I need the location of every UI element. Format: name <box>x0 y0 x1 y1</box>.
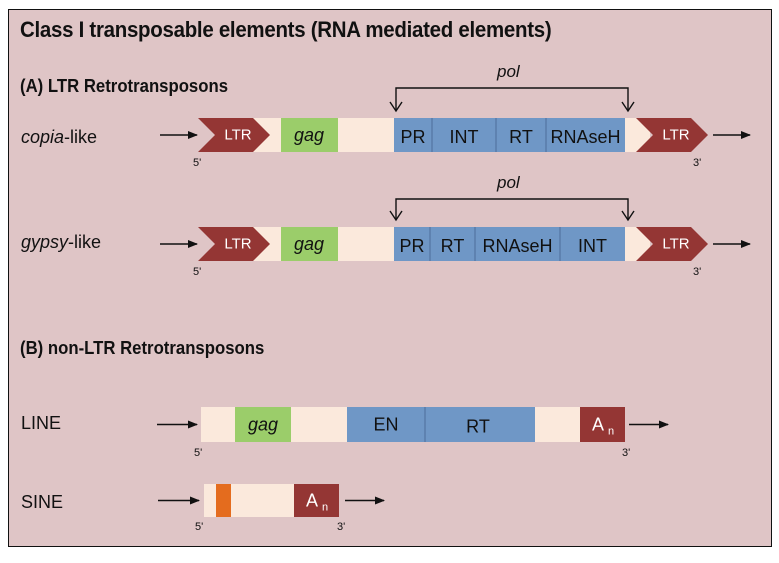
gypsy-pol-label: pol <box>497 173 520 192</box>
line-5prime: 5' <box>194 447 203 459</box>
line-label: LINE <box>21 413 62 433</box>
copia-domain-pr-label: PR <box>400 127 425 147</box>
gypsy-5prime: 5' <box>193 266 202 278</box>
gypsy-domain-rt <box>430 227 475 261</box>
sine-polya-block <box>294 484 339 517</box>
sine-polya-label: A <box>306 491 318 511</box>
line-domain-rt-label: RT <box>466 417 490 437</box>
line-3prime: 3' <box>622 447 631 459</box>
copia-pol-bracket-right-arrow <box>621 101 635 113</box>
line-domain-en-label: EN <box>373 415 398 435</box>
figure-panel <box>8 9 772 547</box>
copia-domain-pr <box>394 118 432 152</box>
gypsy-3prime-ltr-label: LTR <box>662 236 689 253</box>
line-orf2-block <box>347 407 535 442</box>
copia-name: copia <box>21 127 65 147</box>
copia-gag-block <box>281 118 338 152</box>
copia-domain-rnaseh <box>546 118 625 152</box>
copia-like-label: copia-like <box>21 127 97 148</box>
line-polya-subscript: n <box>608 426 614 438</box>
gypsy-domain-pr <box>394 227 430 261</box>
gypsy-domain-rt-label: RT <box>441 236 465 256</box>
sine-3prime: 3' <box>337 521 346 533</box>
section-a-heading: (A) LTR Retrotransposons <box>20 76 229 96</box>
line-gag-label: gag <box>248 415 278 435</box>
copia-pol-bracket-left-arrow <box>389 101 403 113</box>
copia-gag-label: gag <box>294 125 324 145</box>
copia-domain-rt-label: RT <box>509 127 533 147</box>
copia-3prime: 3' <box>693 157 702 169</box>
sine-promoter-block <box>216 484 231 517</box>
copia-domain-rnaseh-label: RNAseH <box>550 127 620 147</box>
line-polya-label: A <box>592 415 604 435</box>
gypsy-name: gypsy <box>21 232 69 252</box>
copia-5prime: 5' <box>193 157 202 169</box>
copia-pol-bracket <box>395 87 629 111</box>
section-b-heading: (B) non-LTR Retrotransposons <box>20 338 265 358</box>
copia-domain-rt <box>496 118 546 152</box>
sine-5prime: 5' <box>195 521 204 533</box>
gypsy-like-label: gypsy-like <box>21 232 101 253</box>
gypsy-pol-bracket <box>395 198 629 220</box>
line-gag-block <box>235 407 291 442</box>
gypsy-3prime-ltr <box>636 227 708 261</box>
copia-5prime-ltr-label: LTR <box>224 127 251 144</box>
copia-5prime-ltr <box>198 118 270 152</box>
gypsy-gag-label: gag <box>294 234 324 254</box>
figure-title: Class I transposable elements (RNA media… <box>20 17 552 42</box>
copia-domain-int <box>432 118 496 152</box>
gypsy-pol-bracket-right-arrow <box>621 210 635 222</box>
gypsy-5prime-ltr <box>198 227 270 261</box>
gypsy-domain-rnaseh-label: RNAseH <box>482 236 552 256</box>
gypsy-domain-pr-label: PR <box>399 236 424 256</box>
copia-3prime-ltr <box>636 118 708 152</box>
copia-3prime-ltr-label: LTR <box>662 127 689 144</box>
copia-suffix: -like <box>64 127 98 147</box>
sine-polya-subscript: n <box>322 502 328 514</box>
gypsy-5prime-ltr-label: LTR <box>224 236 251 253</box>
gypsy-pol-bracket-left-arrow <box>389 210 403 222</box>
gypsy-gag-block <box>281 227 338 261</box>
sine-label: SINE <box>21 492 64 512</box>
gypsy-domain-int <box>560 227 625 261</box>
gypsy-3prime: 3' <box>693 266 702 278</box>
copia-pol-label: pol <box>497 62 520 81</box>
line-polya-block <box>580 407 625 442</box>
gypsy-suffix: -like <box>68 232 102 252</box>
gypsy-domain-int-label: INT <box>578 236 607 256</box>
copia-domain-int-label: INT <box>450 127 479 147</box>
gypsy-domain-rnaseh <box>475 227 560 261</box>
